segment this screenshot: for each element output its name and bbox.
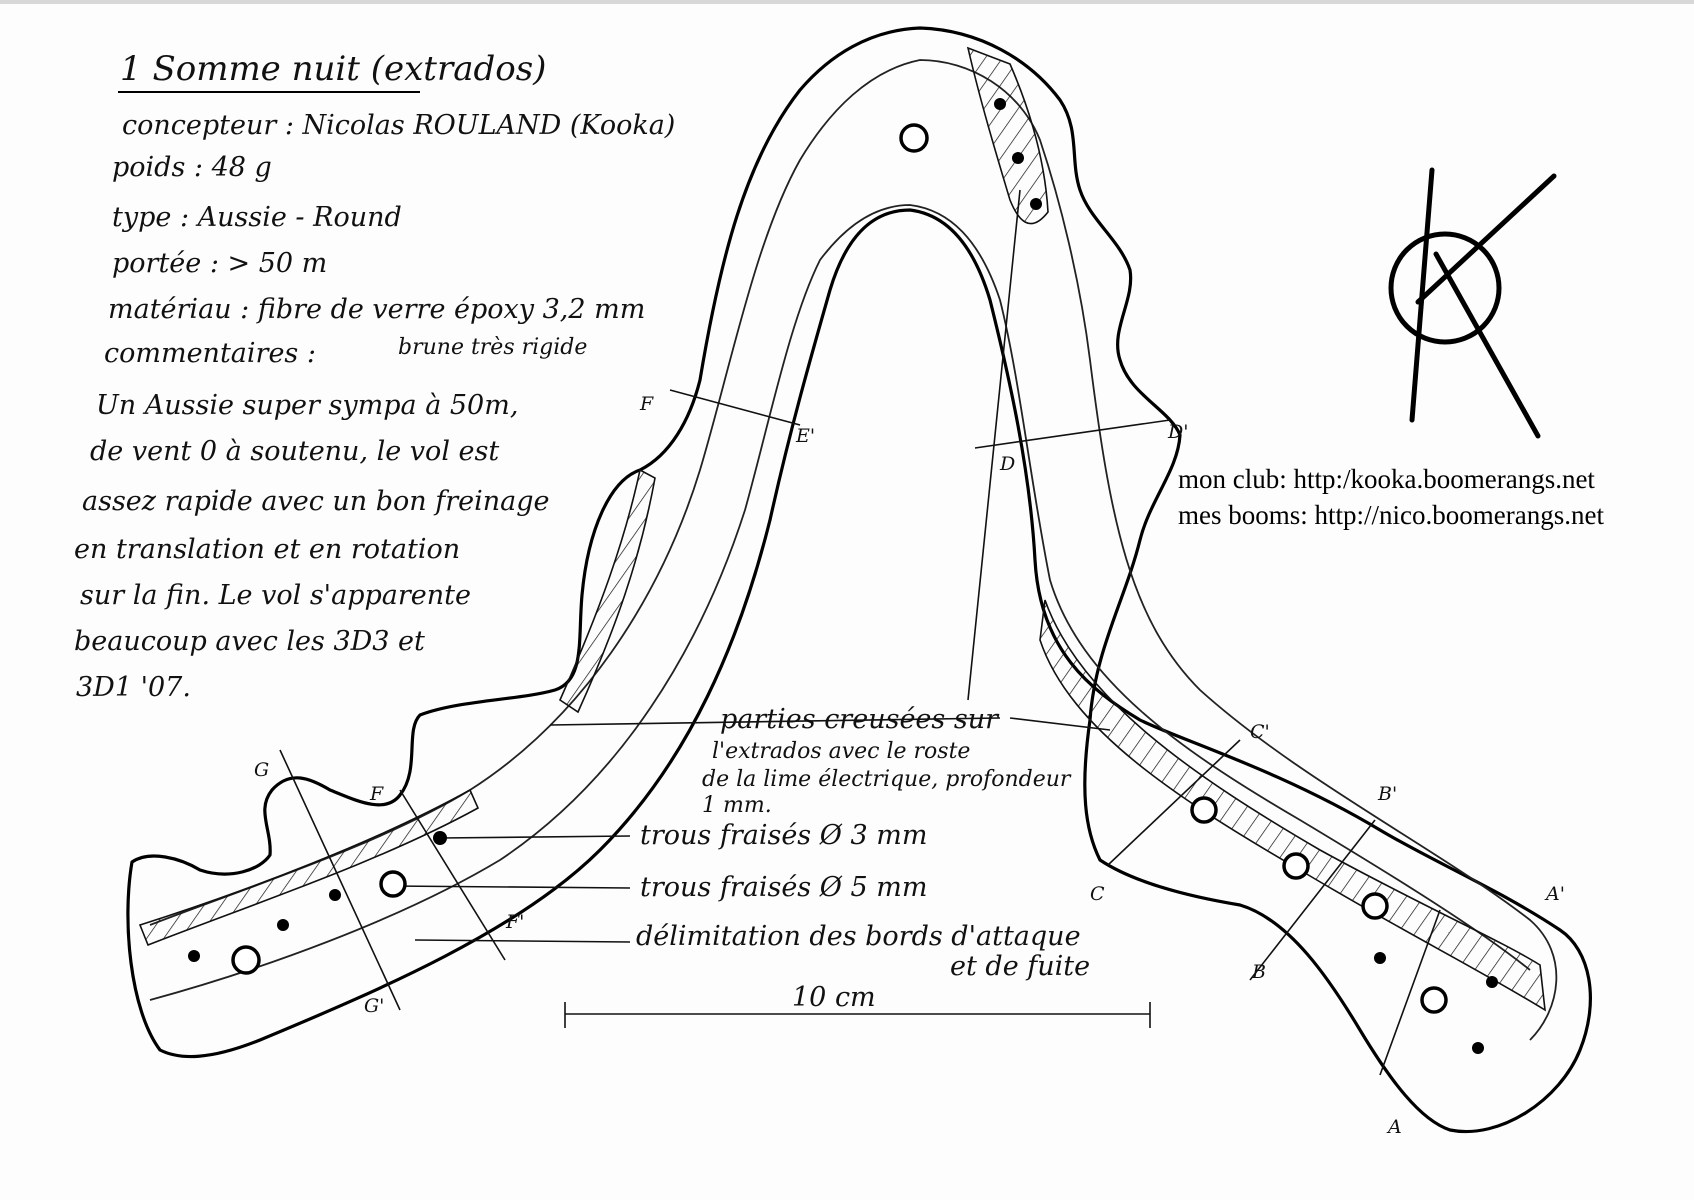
spec-range: portée : > 50 m	[112, 248, 327, 279]
holes-5mm-note: trous fraisés Ø 5 mm	[640, 872, 927, 903]
spec-designer: concepteur : Nicolas ROULAND (Kooka)	[122, 110, 675, 141]
edges-note: et de fuite	[950, 951, 1090, 982]
holes-3mm	[188, 98, 1498, 1054]
section-label-a-prime: A'	[1544, 883, 1565, 905]
annotations: parties creusées sur l'extrados avec le …	[636, 704, 1090, 1013]
hollow-zone	[1039, 599, 1546, 1012]
hollow-note: de la lime électrique, profondeur	[702, 767, 1072, 792]
hollow-zone	[966, 46, 1049, 225]
booms-link[interactable]: mes booms: http://nico.boomerangs.net	[1178, 500, 1604, 530]
hollow-zone	[558, 468, 656, 714]
hole-3mm	[1472, 1042, 1484, 1054]
spec-weight: poids : 48 g	[112, 152, 272, 183]
hollow-note: l'extrados avec le roste	[712, 739, 970, 764]
comment-line: de vent 0 à soutenu, le vol est	[90, 436, 499, 467]
spec-type: type : Aussie - Round	[112, 202, 402, 233]
comment-line: Un Aussie super sympa à 50m,	[96, 390, 518, 421]
hole-3mm	[188, 950, 200, 962]
section-label-c-prime: C'	[1250, 721, 1270, 743]
spec-comments-label: commentaires :	[104, 338, 316, 369]
hole-3mm	[994, 98, 1006, 110]
hole-3mm	[329, 889, 341, 901]
hole-5mm	[1190, 796, 1218, 824]
holes-3mm-note: trous fraisés Ø 3 mm	[640, 820, 927, 851]
hole-3mm	[1486, 976, 1498, 988]
scale-label: 10 cm	[792, 982, 876, 1013]
comment-line: assez rapide avec un bon freinage	[82, 486, 550, 517]
hole-3mm	[1030, 198, 1042, 210]
spec-material: matériau : fibre de verre époxy 3,2 mm	[108, 294, 645, 325]
inner-edge-line	[149, 204, 1531, 1001]
section-label-f-prime: F'	[505, 911, 524, 933]
hollow-note: 1 mm.	[702, 793, 772, 818]
section-label-b: B	[1251, 961, 1266, 983]
section-label-d-prime: D'	[1167, 421, 1188, 443]
section-label-g: G	[254, 759, 269, 781]
hole-5mm	[1282, 852, 1310, 880]
hole-3mm	[1012, 152, 1024, 164]
section-label-c: C	[1090, 883, 1105, 905]
hole-3mm	[277, 919, 289, 931]
page-title: 1 Somme nuit (extrados)	[120, 49, 546, 89]
hole-5mm	[1361, 892, 1389, 920]
section-labels: A A' B B' C C' D D' E' F F F' G G'	[254, 393, 1565, 1138]
hollow-note: parties creusées sur	[720, 704, 1000, 735]
kooka-k-circle-logo-icon	[1388, 167, 1557, 439]
section-label-b-prime: B'	[1377, 783, 1397, 805]
comment-line: en translation et en rotation	[74, 534, 460, 565]
hole-5mm	[899, 123, 929, 153]
title-block: 1 Somme nuit (extrados) concepteur : Nic…	[104, 49, 675, 369]
section-lines	[279, 389, 1441, 1076]
section-label-a: A	[1386, 1116, 1402, 1138]
section-label-d: D	[999, 453, 1015, 475]
comment-line: sur la fin. Le vol s'apparente	[80, 580, 471, 611]
hole-5mm	[231, 945, 261, 975]
comment-line: beaucoup avec les 3D3 et	[74, 626, 425, 657]
hole-5mm	[1420, 986, 1448, 1014]
scan-top-edge	[0, 0, 1694, 4]
edges-note: délimitation des bords d'attaque	[636, 921, 1081, 952]
holes-5mm	[231, 123, 1448, 1014]
spec-material-note: brune très rigide	[398, 335, 587, 360]
club-link[interactable]: mon club: http:/kooka.boomerangs.net	[1178, 464, 1595, 494]
hollow-zone	[138, 788, 480, 947]
hole-3mm	[1374, 952, 1386, 964]
leader-lines	[389, 189, 1111, 943]
comment-text: Un Aussie super sympa à 50m, de vent 0 à…	[74, 390, 550, 703]
section-label-f-lower: F	[369, 783, 384, 805]
hole-3mm	[433, 831, 447, 845]
section-label-e-prime: E'	[795, 425, 815, 447]
hole-5mm	[379, 870, 407, 898]
comment-line: 3D1 '07.	[76, 672, 191, 703]
section-label-g-prime: G'	[364, 995, 384, 1017]
section-label-f: F	[639, 393, 654, 415]
